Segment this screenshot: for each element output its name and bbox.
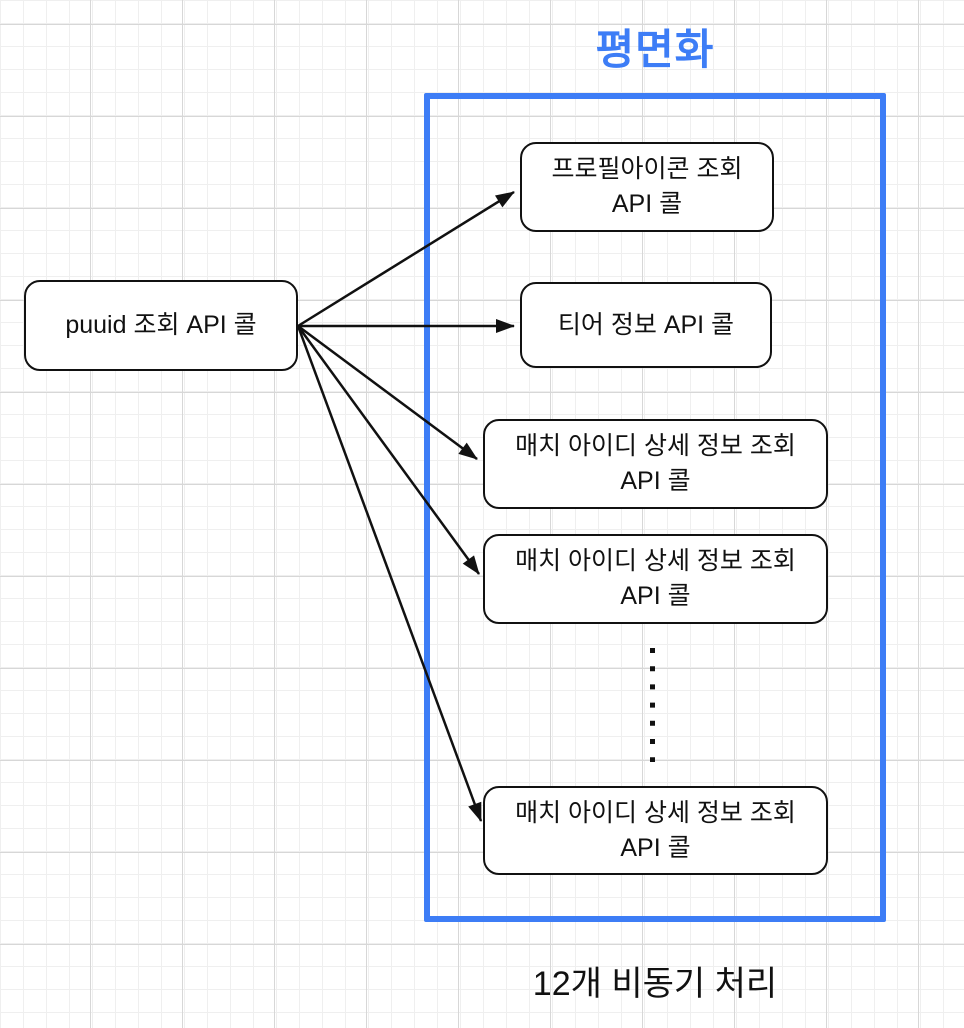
node-label: 매치 아이디 상세 정보 조회 API 콜 (515, 547, 796, 610)
arrow-source-to-match-detail-1[interactable] (297, 324, 478, 461)
node-label: 프로필아이콘 조회 API 콜 (551, 155, 743, 218)
node-label: 티어 정보 API 콜 (557, 310, 735, 339)
node-label: 매치 아이디 상세 정보 조회 API 콜 (515, 432, 796, 495)
node-puuid-lookup-api-call[interactable]: puuid 조회 API 콜 (24, 280, 298, 371)
node-match-detail-api-call-n[interactable]: 매치 아이디 상세 정보 조회 API 콜 (483, 786, 828, 875)
node-match-detail-api-call-2[interactable]: 매치 아이디 상세 정보 조회 API 콜 (483, 534, 828, 624)
node-profile-icon-api-call[interactable]: 프로필아이콘 조회 API 콜 (520, 142, 774, 232)
arrow-source-to-match-detail-2[interactable] (296, 325, 481, 575)
caption-async-count: 12개 비동기 처리 (532, 965, 778, 1003)
flatten-group-frame[interactable] (424, 93, 886, 922)
arrow-source-to-profile-icon[interactable] (297, 190, 515, 328)
node-label: 매치 아이디 상세 정보 조회 API 콜 (515, 798, 796, 862)
node-tier-info-api-call[interactable]: 티어 정보 API 콜 (520, 282, 772, 368)
node-label: puuid 조회 API 콜 (65, 311, 257, 339)
arrow-source-to-match-detail-n[interactable] (296, 325, 483, 822)
group-title: 평면화 (595, 26, 715, 73)
node-match-detail-api-call-1[interactable]: 매치 아이디 상세 정보 조회 API 콜 (483, 419, 828, 509)
